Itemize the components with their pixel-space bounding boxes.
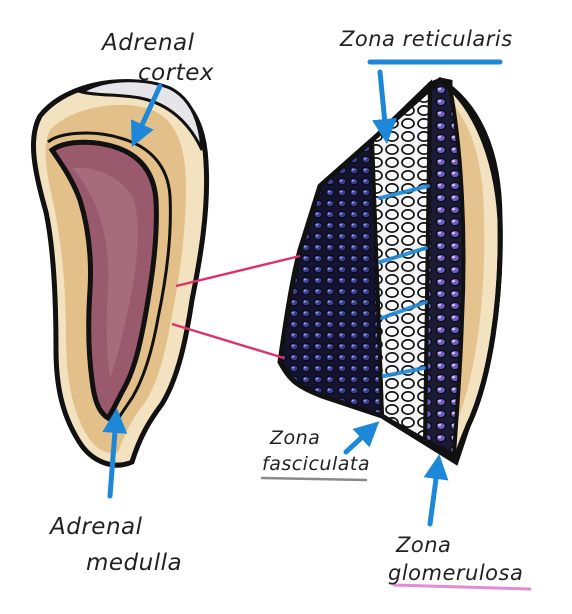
gland-cap-gray <box>78 79 204 151</box>
arrow-zona-glomerulosa <box>423 454 449 527</box>
underline-zona-fasciculata <box>260 476 368 482</box>
label-zona-glomerulosa-line1: Zona <box>395 533 451 557</box>
label-underlines <box>260 59 532 591</box>
connector-lines <box>171 254 301 360</box>
label-zona-fasciculata-line1: Zona <box>269 427 320 449</box>
medulla-shading <box>72 167 138 378</box>
cortex-inner-outline <box>47 131 172 427</box>
label-adrenal-medulla-line1: Adrenal <box>48 514 143 540</box>
arrow-adrenal-cortex <box>130 83 163 148</box>
section-outline <box>277 76 503 466</box>
adrenal-gland <box>30 79 210 468</box>
label-zona-glomerulosa-line2: glomerulosa <box>388 561 523 585</box>
label-adrenal-cortex-line1: Adrenal <box>100 30 195 56</box>
arrow-zona-reticularis <box>372 69 397 144</box>
arrow-zona-fasciculata <box>343 421 380 455</box>
cortex-section <box>277 76 503 466</box>
connector-lower <box>171 322 285 360</box>
label-adrenal-medulla-line2: medulla <box>86 550 182 576</box>
underline-zona-glomerulosa <box>392 583 532 591</box>
label-zona-reticularis: Zona reticularis <box>339 27 513 51</box>
label-zona-fasciculata-line2: fasciculata <box>262 453 370 475</box>
label-adrenal-cortex-line2: cortex <box>138 60 214 86</box>
arrow-adrenal-medulla <box>102 408 128 499</box>
connector-upper <box>175 254 301 288</box>
pointer-arrows <box>102 69 449 527</box>
zona-glomerulosa-band <box>422 77 466 460</box>
blue-streaks <box>378 184 430 378</box>
